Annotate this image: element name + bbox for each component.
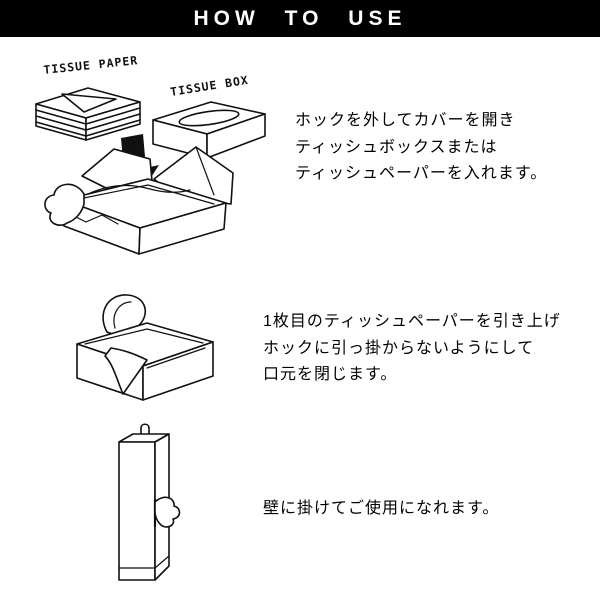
- step-1-illustration: TISSUE PAPER TISSUE BOX: [18, 52, 283, 270]
- step-3-illustration: [103, 420, 193, 600]
- hanger-loop-icon: [140, 423, 150, 437]
- tissue-box: [152, 101, 266, 159]
- step-2-line-1: 1枚目のティッシュペーパーを引き上げ: [263, 313, 561, 330]
- tissue-box-label: TISSUE BOX: [169, 73, 249, 99]
- step-1-line-1: ホックを外してカバーを開き: [295, 112, 516, 129]
- open-cover-box: [44, 146, 234, 255]
- tissue-paper-stack: [35, 87, 141, 141]
- step-2-text: 1枚目のティッシュペーパーを引き上げ ホックに引っ掛からないようにして 口元を閉…: [263, 309, 561, 389]
- step-1-line-2: ティッシュボックスまたは: [295, 138, 498, 156]
- tissue-paper-label: TISSUE PAPER: [43, 53, 139, 77]
- step-1-illustration-svg: TISSUE PAPER TISSUE BOX: [35, 53, 266, 255]
- step-2-line-3: 口元を閉じます。: [263, 366, 398, 383]
- step-2-illustration-svg: [76, 294, 214, 401]
- step-1-line-3: ティッシュペーパーを入れます。: [295, 165, 548, 182]
- header-bar: HOW TO USE: [0, 0, 600, 37]
- page-title: HOW TO USE: [193, 6, 407, 30]
- step-2-line-2: ホックに引っ掛からないようにして: [263, 339, 535, 357]
- step-1-text: ホックを外してカバーを開き ティッシュボックスまたは ティッシュペーパーを入れま…: [295, 108, 547, 188]
- step-3-line-1: 壁に掛けてご使用になれます。: [263, 500, 500, 517]
- open-box-with-tissue: [76, 294, 214, 401]
- hanging-tissue-case: [118, 423, 181, 581]
- step-3-text: 壁に掛けてご使用になれます。: [263, 496, 499, 523]
- step-2-illustration: [55, 286, 230, 408]
- step-3-illustration-svg: [118, 423, 181, 581]
